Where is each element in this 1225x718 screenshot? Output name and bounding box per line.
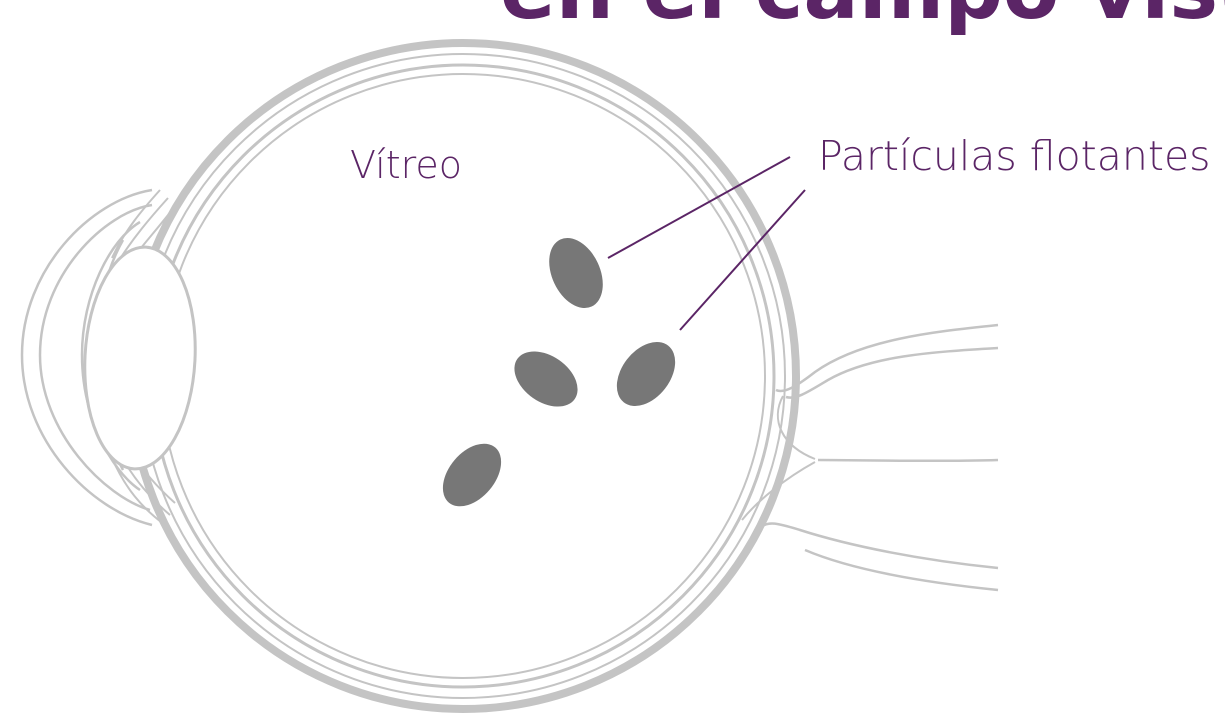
floater xyxy=(504,340,588,418)
floater xyxy=(605,331,687,417)
optic-nerve xyxy=(742,325,998,590)
title-fragment: en el campo visual xyxy=(500,0,1225,32)
floaters xyxy=(431,229,687,517)
vitreous-label: Vítreo xyxy=(350,146,462,184)
floater xyxy=(431,433,513,518)
floaters-label: Partículas flotantes xyxy=(818,136,1211,177)
floater xyxy=(539,229,614,316)
eye-globe xyxy=(130,43,796,709)
